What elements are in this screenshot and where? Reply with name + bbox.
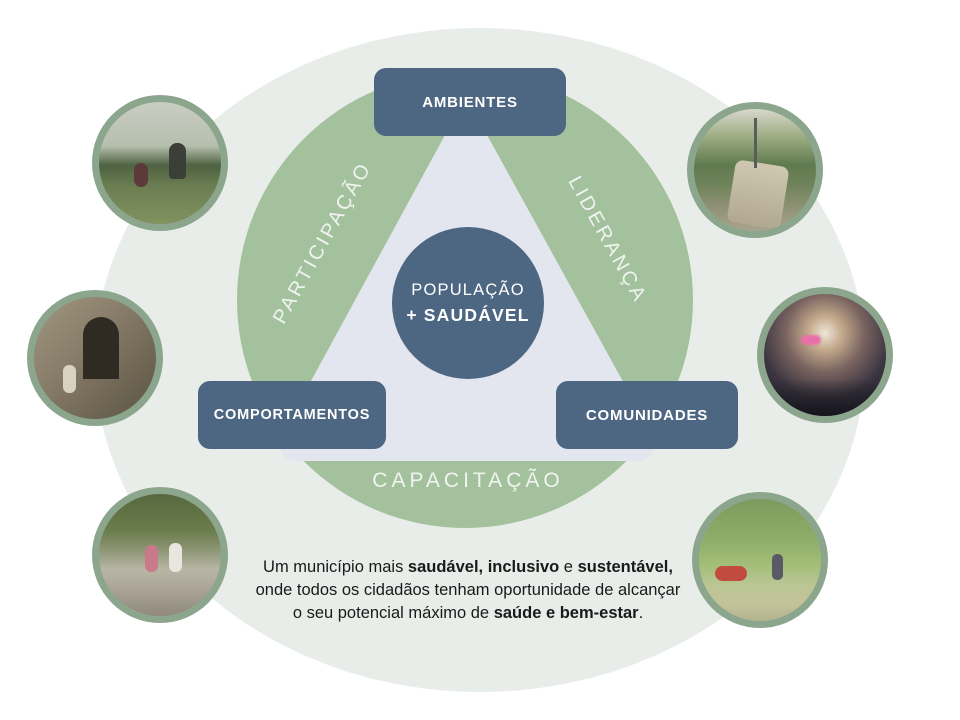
center-label-line2: + SAUDÁVEL	[406, 304, 530, 325]
center-circle: POPULAÇÃO + SAUDÁVEL	[392, 227, 544, 379]
photo-park-path	[687, 102, 823, 238]
tagline-line-1: Um município mais saudável, inclusivo e …	[118, 556, 818, 579]
tagline-segment: saúde e bem-estar	[493, 604, 639, 622]
photo-park-path-image	[694, 109, 816, 231]
tagline-segment: Um município mais	[263, 558, 408, 576]
node-comportamentos: COMPORTAMENTOS	[198, 381, 386, 449]
photo-garden-walk	[92, 95, 228, 231]
photo-concert-crowd	[757, 287, 893, 423]
photo-stone-doorway	[27, 290, 163, 426]
tagline-segment: .	[638, 604, 644, 622]
photo-park-event-image	[699, 499, 821, 621]
tagline-segment: saudável, inclusivo	[407, 558, 560, 576]
tagline: Um município mais saudável, inclusivo e …	[118, 556, 818, 625]
photo-park-event	[692, 492, 828, 628]
node-ambientes: AMBIENTES	[374, 68, 566, 136]
photo-garden-walk-image	[99, 102, 221, 224]
tagline-segment: sustentável,	[577, 558, 673, 576]
photo-stone-doorway-image	[34, 297, 156, 419]
tagline-line-2: onde todos os cidadãos tenham oportunida…	[118, 579, 818, 602]
photo-pergola-runners-image	[99, 494, 221, 616]
photo-concert-crowd-image	[764, 294, 886, 416]
tagline-line-3: o seu potencial máximo de saúde e bem-es…	[118, 602, 818, 625]
node-comunidades: COMUNIDADES	[556, 381, 738, 449]
tagline-segment: e	[559, 558, 578, 576]
photo-pergola-runners	[92, 487, 228, 623]
center-label-line1: POPULAÇÃO	[411, 280, 525, 299]
edge-label-capacitacao: CAPACITAÇÃO	[372, 469, 564, 492]
tagline-segment: onde todos os cidadãos tenham oportunida…	[255, 581, 681, 599]
tagline-segment: o seu potencial máximo de	[292, 604, 494, 622]
